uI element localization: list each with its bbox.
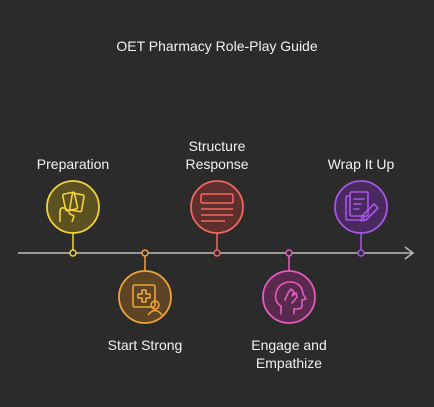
head-hand-icon [274,281,307,315]
step-wrap-it-up [334,180,388,257]
step-node [46,180,100,234]
step-start-strong [118,249,172,324]
step-label-engage-empathize: Engage and Empathize [251,337,327,371]
note-pen-icon [345,191,379,222]
document-icon [200,193,234,222]
hand-cards-icon [59,191,85,223]
step-preparation [46,180,100,257]
medical-id-icon [132,284,163,316]
step-marker [285,249,293,257]
step-structure-response [190,180,244,257]
step-label-wrap-it-up: Wrap It Up [327,156,395,172]
step-marker [213,249,221,257]
step-label-structure-response: Structure Response [185,138,249,172]
step-label-start-strong: Start Strong [107,337,183,353]
step-engage-empathize [262,249,316,324]
step-label-preparation: Preparation [36,156,110,172]
step-node [262,270,316,324]
step-marker [141,249,149,257]
step-marker [357,249,365,257]
timeline-arrowhead [404,246,415,260]
step-node [190,180,244,234]
diagram-title: OET Pharmacy Role-Play Guide [116,38,318,54]
step-marker [69,249,77,257]
step-node [118,270,172,324]
